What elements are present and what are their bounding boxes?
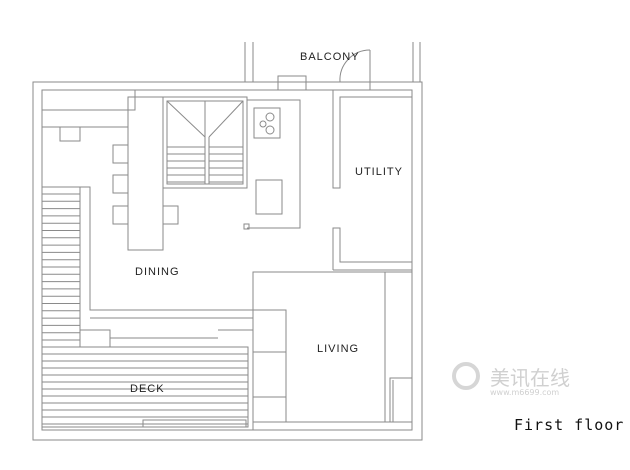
side-stair-slats [41, 186, 81, 348]
stove [253, 107, 281, 139]
living-walls [252, 271, 413, 431]
counters-left [42, 90, 253, 347]
watermark-url: www.m6699.com [490, 388, 560, 397]
deck-boards [41, 346, 249, 428]
chimney [277, 75, 307, 91]
room-label-utility: UTILITY [355, 166, 403, 178]
room-label-living: LIVING [317, 343, 359, 355]
walls [32, 42, 423, 441]
room-label-deck: DECK [130, 383, 165, 395]
kitchen-counter [243, 99, 301, 230]
watermark-logo-icon [452, 362, 480, 390]
watermark-brand: 美讯在线 [490, 366, 570, 390]
island-and-stools [112, 96, 179, 251]
room-label-dining: DINING [135, 266, 180, 278]
utility-walls [332, 90, 412, 271]
stairs [162, 96, 248, 189]
room-label-balcony: BALCONY [300, 51, 360, 63]
floor-title: First floor [514, 416, 625, 434]
sink [255, 179, 283, 215]
balcony-door [339, 49, 371, 90]
